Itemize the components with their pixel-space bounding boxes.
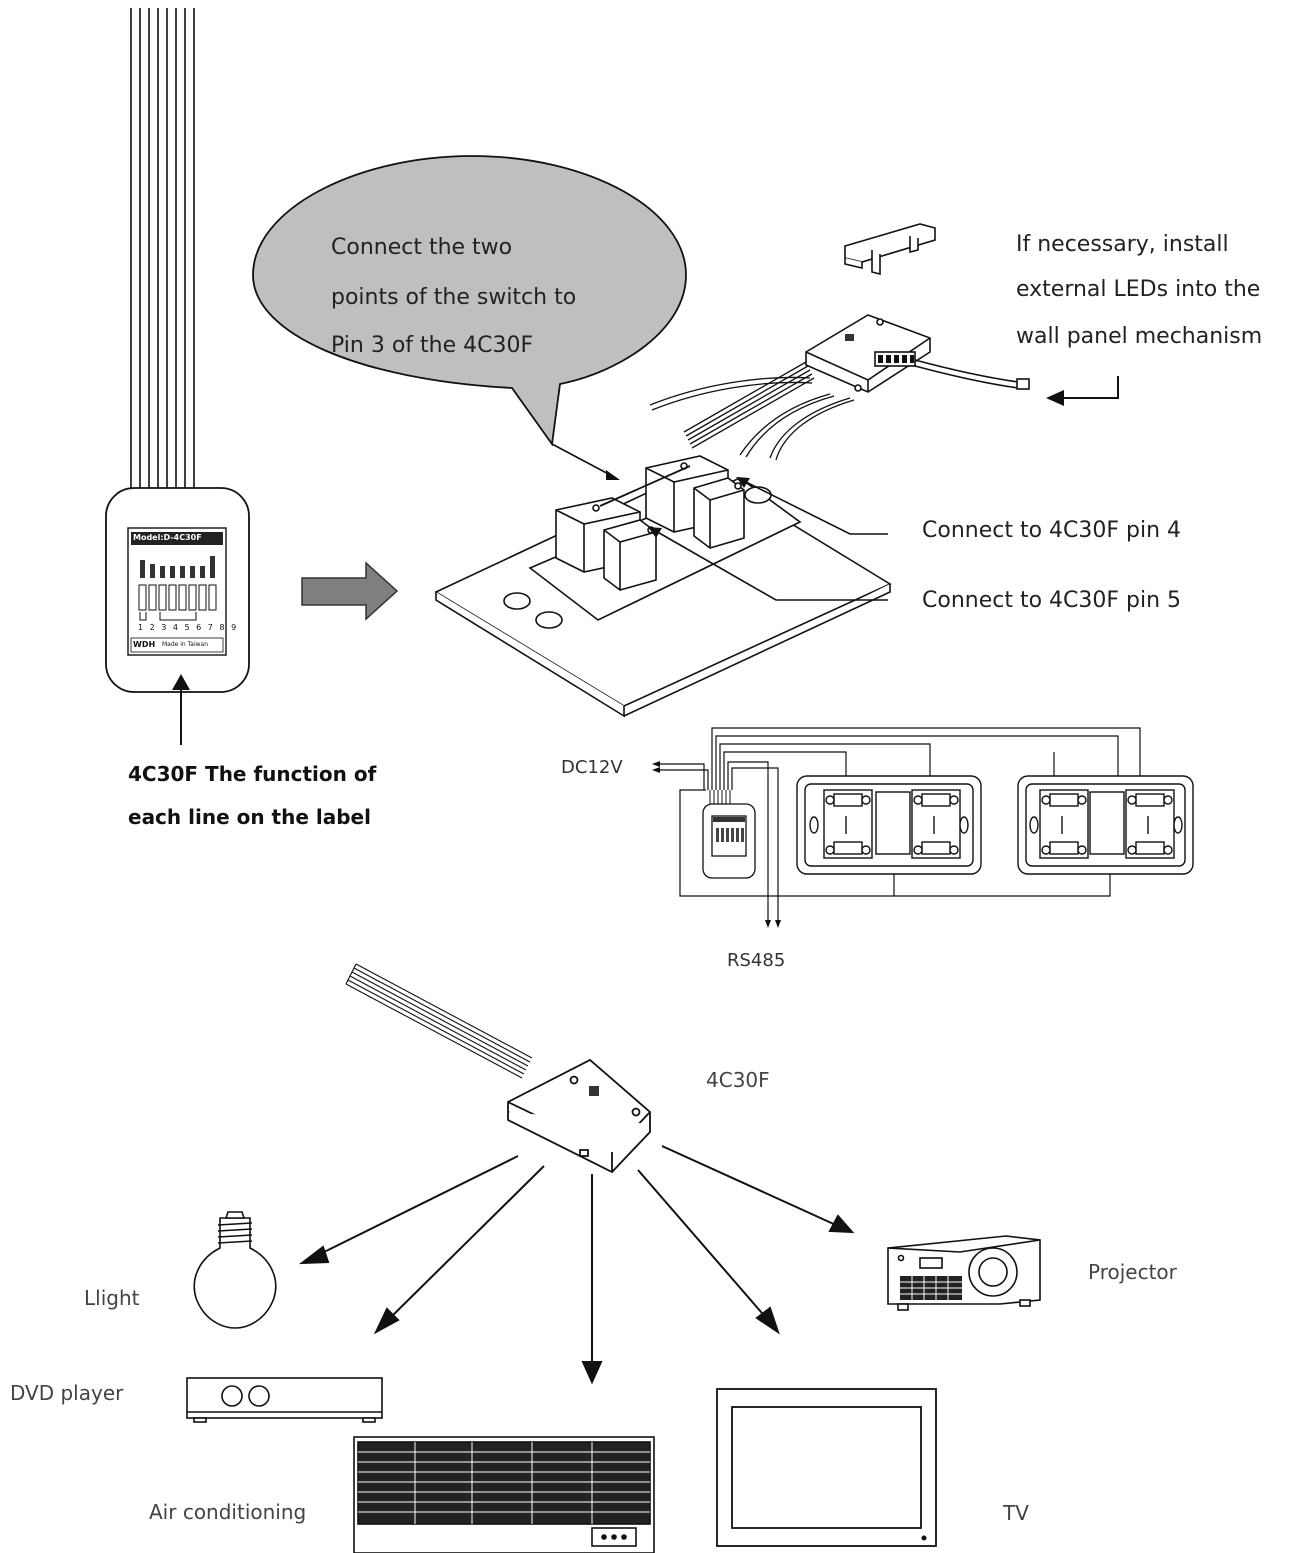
switch-panel-1 xyxy=(796,775,982,875)
bus-label: RS485 xyxy=(727,950,786,971)
pin4-pointer xyxy=(736,477,888,535)
flow-arrow xyxy=(301,561,399,621)
led-note-line-1: If necessary, install xyxy=(1016,232,1229,257)
callout-line-2: points of the switch to xyxy=(331,285,577,310)
label-note-line-2: each line on the label xyxy=(128,805,371,829)
light-label: Llight xyxy=(84,1286,140,1310)
led-note-line-3: wall panel mechanism xyxy=(1016,324,1263,349)
module-model-text: Model:D-4C30F xyxy=(133,533,202,542)
ac-label: Air conditioning xyxy=(149,1500,307,1524)
flat-cables xyxy=(649,361,855,461)
label-pointer-arrow xyxy=(172,674,190,745)
pin5-label: Connect to 4C30F pin 5 xyxy=(922,588,1182,613)
switch-right xyxy=(645,455,745,549)
air-conditioner-icon xyxy=(353,1436,655,1553)
module-brand-text: WDH xyxy=(133,640,156,649)
projector-label: Projector xyxy=(1088,1260,1177,1284)
led-install-arrow xyxy=(1046,376,1119,406)
module-wires xyxy=(130,8,195,490)
power-label: DC12V xyxy=(561,757,623,778)
device-name-label: 4C30F xyxy=(706,1068,770,1092)
wall-module xyxy=(805,314,1030,393)
pin4-label: Connect to 4C30F pin 4 xyxy=(922,518,1182,543)
switch-panel-2 xyxy=(1017,775,1194,875)
callout-line-3: Pin 3 of the 4C30F xyxy=(331,333,534,358)
projector-icon xyxy=(887,1235,1041,1311)
module-4c30f-front xyxy=(105,487,250,693)
module-4c30f-iso xyxy=(507,1058,651,1174)
callout-bubble xyxy=(252,155,687,447)
schematic-module xyxy=(702,790,756,879)
pin5-pointer xyxy=(648,527,888,601)
schematic-arrowheads xyxy=(652,761,781,928)
tv-icon xyxy=(716,1388,937,1547)
module-made-in-text: Made in Taiwan xyxy=(162,641,209,648)
label-note-line-1: 4C30F The function of xyxy=(128,762,377,786)
module-pin-numbers: 1 2 3 4 5 6 7 8 9 xyxy=(138,623,239,632)
output-arrows xyxy=(298,1145,855,1385)
light-bulb-icon xyxy=(193,1211,277,1329)
ribbon-cable xyxy=(345,963,533,1079)
led-note-line-2: external LEDs into the xyxy=(1016,277,1261,302)
wiring-schematic xyxy=(656,727,1141,922)
switch-left xyxy=(555,497,657,591)
callout-line-1: Connect the two xyxy=(331,235,513,260)
dvd-player-icon xyxy=(186,1377,383,1423)
tv-label: TV xyxy=(1003,1501,1029,1525)
external-led-piece xyxy=(844,223,936,276)
dvd-label: DVD player xyxy=(10,1381,124,1405)
